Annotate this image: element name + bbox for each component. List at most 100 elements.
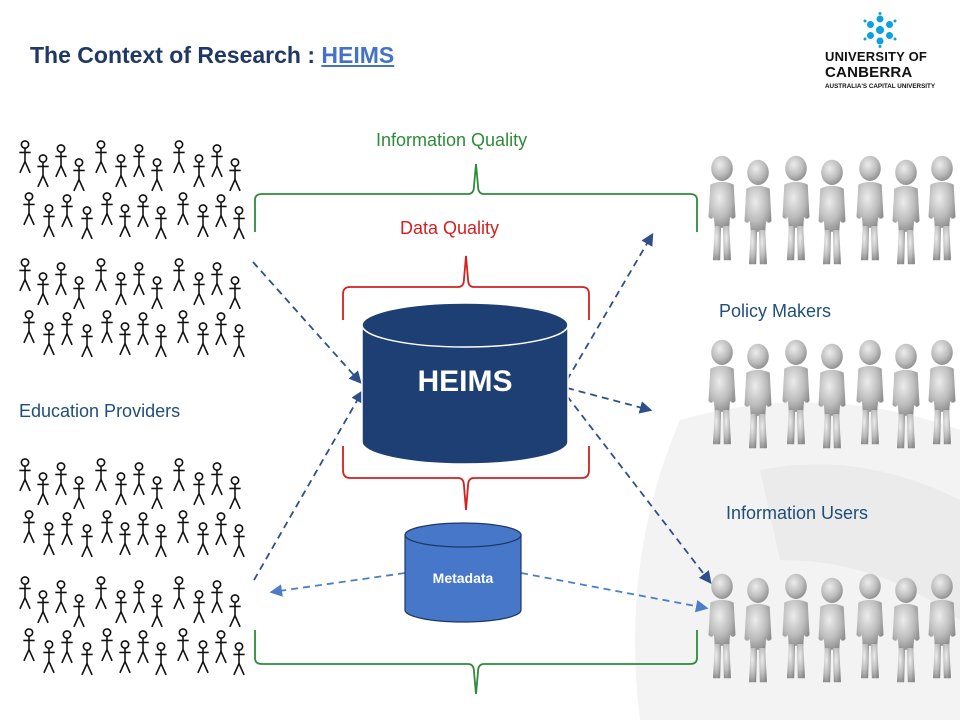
arrow-providers-bottom-to-heims [253,389,364,581]
stick-figure-icon [100,628,114,662]
stick-figure-icon [22,310,36,344]
stick-figure-icon [154,642,168,676]
stick-figure-icon [60,194,74,228]
logo-line2: CANBERRA [825,64,913,81]
stick-figure-icon [232,524,246,558]
logo-wordmark: UNIVERSITY OF CANBERRA [825,50,927,82]
logo-tagline: AUSTRALIA'S CAPITAL UNIVERSITY [825,83,936,90]
heims-database: HEIMS [361,302,569,465]
stick-figure-icon [94,458,108,492]
stick-figure-icon [196,322,210,356]
arrow-metadata-to-providers [269,572,406,597]
stick-figure-icon [232,324,246,358]
stick-figure-icon [176,192,190,226]
heims-link[interactable]: HEIMS [321,42,395,68]
data-quality-label: Data Quality [400,218,500,238]
stick-figure-icon [192,590,206,624]
3d-person-icon [928,339,956,445]
stick-figure-icon [22,192,36,226]
stick-figure-icon [214,312,228,346]
stick-figure-icon [132,580,146,614]
data-quality-brace-bottom [342,446,590,511]
data-quality-brace-top [342,255,590,320]
3d-person-icon [856,573,884,679]
stick-figure-icon [136,312,150,346]
3d-person-icon [744,577,772,683]
stick-figure-icon [214,194,228,228]
information-quality-brace-top [254,163,698,232]
stick-figure-icon [18,258,32,292]
stick-figure-icon [172,258,186,292]
stick-figure-icon [114,590,128,624]
information-quality-brace-bottom [254,630,698,695]
stick-figure-icon [100,310,114,344]
stick-figure-icon [72,594,86,628]
stick-figure-icon [60,630,74,664]
stick-figure-icon [118,522,132,556]
stick-figure-icon [136,512,150,546]
stick-figure-icon [42,640,56,674]
stick-figure-icon [150,594,164,628]
stick-figure-icon [72,276,86,310]
stick-figure-icon [196,204,210,238]
3d-person-icon [928,155,956,261]
metadata-database: Metadata [404,522,522,623]
stick-figure-icon [94,140,108,174]
stick-figure-icon [176,510,190,544]
arrow-heims-to-middle-group [566,387,653,414]
stick-figure-icon [196,522,210,556]
stick-figure-icon [196,640,210,674]
3d-people-groups [708,155,956,683]
arrow-heims-to-information-users [566,395,712,584]
3d-person-icon [708,339,736,445]
arrow-metadata-to-information-users [520,572,709,613]
3d-person-icon [818,159,846,265]
stick-figure-icon [36,154,50,188]
stick-figure-icon [72,476,86,510]
3d-person-icon [928,573,956,679]
stick-figure-icon [18,140,32,174]
stick-figure-icon [228,276,242,310]
stick-figure-icon [54,462,68,496]
stick-figure-icon [114,272,128,306]
education-providers-label: Education Providers [19,401,181,421]
3d-person-icon [782,339,810,445]
stick-figure-icon [228,158,242,192]
stick-figure-icon [54,144,68,178]
stick-figure-icon [228,594,242,628]
stick-figure-icon [42,322,56,356]
stick-figure-icon [18,576,32,610]
3d-person-icon [856,339,884,445]
information-users-label: Information Users [726,503,869,523]
stick-figure-icon [214,630,228,664]
3d-person-icon [892,577,920,683]
slide-title: The Context of Research : HEIMS [30,42,394,69]
arrow-heims-to-policy-makers [566,232,654,381]
stick-figure-icon [42,204,56,238]
stick-figure-icon [232,206,246,240]
arrow-providers-top-to-heims [252,261,362,384]
3d-person-icon [856,155,884,261]
stick-figure-icon [192,272,206,306]
stick-figure-icon [60,512,74,546]
stick-figure-icon [192,154,206,188]
3d-person-icon [892,159,920,265]
stick-figure-icon [228,476,242,510]
stick-figure-icon [154,524,168,558]
stick-figure-icon [42,522,56,556]
stick-figure-icon [80,206,94,240]
stick-figure-icon [210,462,224,496]
3d-person-icon [708,573,736,679]
stick-figure-icon [150,476,164,510]
information-quality-label: Information Quality [376,130,528,150]
policy-makers-label: Policy Makers [719,301,832,321]
stick-figure-icon [36,272,50,306]
stick-figure-icon [94,258,108,292]
stick-figure-icon [72,158,86,192]
stick-figure-icon [172,458,186,492]
stick-figure-icon [132,144,146,178]
stick-figure-icon [132,462,146,496]
stick-figure-icon [36,472,50,506]
3d-person-icon [892,343,920,449]
stick-figure-icon [118,640,132,674]
